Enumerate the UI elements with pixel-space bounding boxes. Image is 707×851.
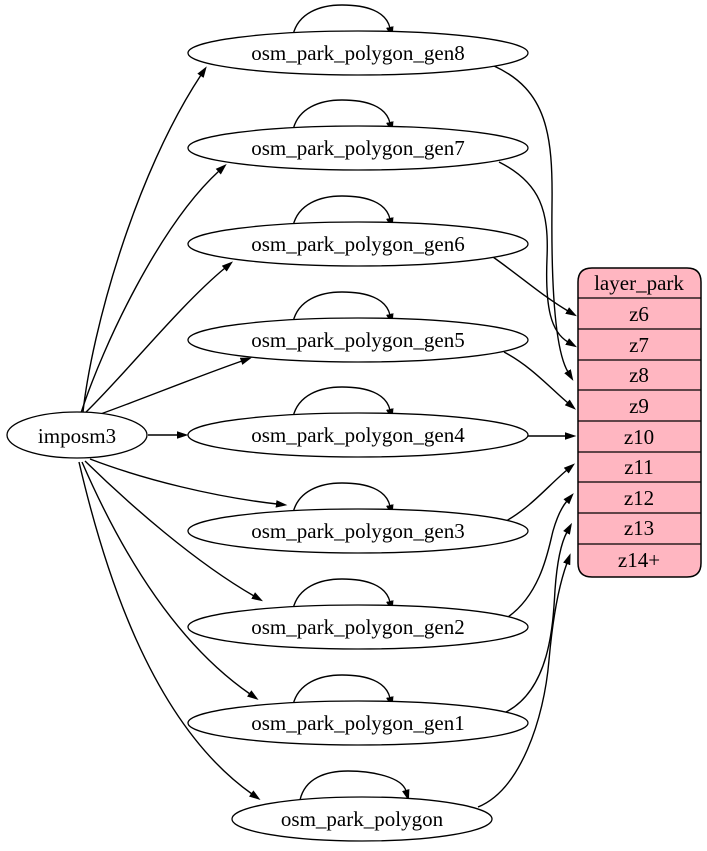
gen7-label: osm_park_polygon_gen7: [251, 136, 464, 160]
self-loop-polygon: [299, 770, 410, 801]
self-loop-gen1: [292, 674, 394, 709]
layer-park-row-z12: z12: [624, 486, 654, 510]
edge-imposm3-to-gen1: [81, 461, 259, 700]
gen5-label: osm_park_polygon_gen5: [251, 328, 464, 352]
self-loop-gen8: [292, 4, 394, 39]
edge-imposm3-to-gen3: [89, 458, 288, 508]
edge-gen3-to-z11: [505, 463, 575, 522]
polygon-label: osm_park_polygon: [281, 807, 444, 831]
polygon-ellipse: [231, 796, 493, 842]
edge-gen5-to-z9: [503, 351, 576, 410]
edge-gen1-to-z13: [505, 522, 572, 713]
edge-gen8-to-z8: [493, 65, 574, 381]
edge-imposm3-to-gen7: [80, 163, 227, 414]
gen1-ellipse: [187, 700, 529, 746]
layer-park-row-z6: z6: [629, 302, 649, 326]
self-loop-gen3: [292, 482, 394, 517]
gen2-label: osm_park_polygon_gen2: [251, 615, 464, 639]
node-osm-park-polygon-gen8: osm_park_polygon_gen8: [187, 30, 529, 76]
self-loop-gen4: [292, 386, 394, 421]
layer-park-row-z9: z9: [629, 394, 649, 418]
edge-gen2-to-z12: [507, 493, 574, 618]
gen6-ellipse: [187, 221, 529, 267]
layer-park-row-z13: z13: [624, 516, 654, 540]
gen2-ellipse: [187, 604, 529, 650]
node-osm-park-polygon-gen4: osm_park_polygon_gen4: [187, 412, 529, 458]
node-layer-park: layer_park z6 z7 z8 z9 z10 z11 z12 z13 z…: [577, 267, 702, 578]
layer-park-row-z8: z8: [629, 363, 649, 387]
edge-gen7-to-z7: [498, 161, 577, 348]
node-imposm3: imposm3: [6, 411, 148, 459]
edges-to-layer: [477, 65, 577, 808]
gen3-label: osm_park_polygon_gen3: [251, 519, 464, 543]
node-osm-park-polygon-gen7: osm_park_polygon_gen7: [187, 125, 529, 171]
node-osm-park-polygon-gen5: osm_park_polygon_gen5: [187, 317, 529, 363]
imposm3-ellipse: [6, 411, 148, 459]
edge-imposm3-to-gen6: [82, 261, 234, 416]
gen4-label: osm_park_polygon_gen4: [251, 423, 465, 447]
edge-imposm3-to-gen5: [94, 357, 252, 417]
self-loops: [292, 4, 410, 801]
edge-gen6-to-z6: [492, 256, 577, 317]
edge-imposm3-to-gen2: [84, 460, 264, 602]
gen5-ellipse: [187, 317, 529, 363]
imposm3-label: imposm3: [38, 424, 116, 448]
layer-park-row-z10: z10: [624, 425, 654, 449]
edge-polygon-to-z14: [477, 553, 571, 808]
node-osm-park-polygon-gen6: osm_park_polygon_gen6: [187, 221, 529, 267]
edges-from-imposm3: [78, 66, 288, 801]
layer-park-title: layer_park: [594, 271, 684, 295]
self-loop-gen2: [292, 578, 394, 613]
gen7-ellipse: [187, 125, 529, 171]
node-osm-park-polygon-gen2: osm_park_polygon_gen2: [187, 604, 529, 650]
node-osm-park-polygon-gen1: osm_park_polygon_gen1: [187, 700, 529, 746]
layer-park-frame: [577, 267, 702, 578]
self-loop-gen6: [292, 195, 394, 230]
self-loop-gen7: [292, 99, 394, 134]
gen6-label: osm_park_polygon_gen6: [251, 232, 464, 256]
edge-imposm3-to-gen8: [82, 66, 207, 413]
gen8-ellipse: [187, 30, 529, 76]
edge-imposm3-to-polygon: [78, 461, 261, 801]
node-osm-park-polygon-gen3: osm_park_polygon_gen3: [187, 508, 529, 554]
layer-park-row-z11: z11: [624, 455, 654, 479]
gen8-label: osm_park_polygon_gen8: [251, 41, 464, 65]
layer-park-row-z7: z7: [629, 333, 649, 357]
layer-park-row-z14: z14+: [618, 548, 660, 572]
gen3-ellipse: [187, 508, 529, 554]
gen1-label: osm_park_polygon_gen1: [251, 711, 464, 735]
self-loop-gen5: [292, 291, 394, 326]
node-osm-park-polygon: osm_park_polygon: [231, 796, 493, 842]
gen4-ellipse: [187, 412, 529, 458]
